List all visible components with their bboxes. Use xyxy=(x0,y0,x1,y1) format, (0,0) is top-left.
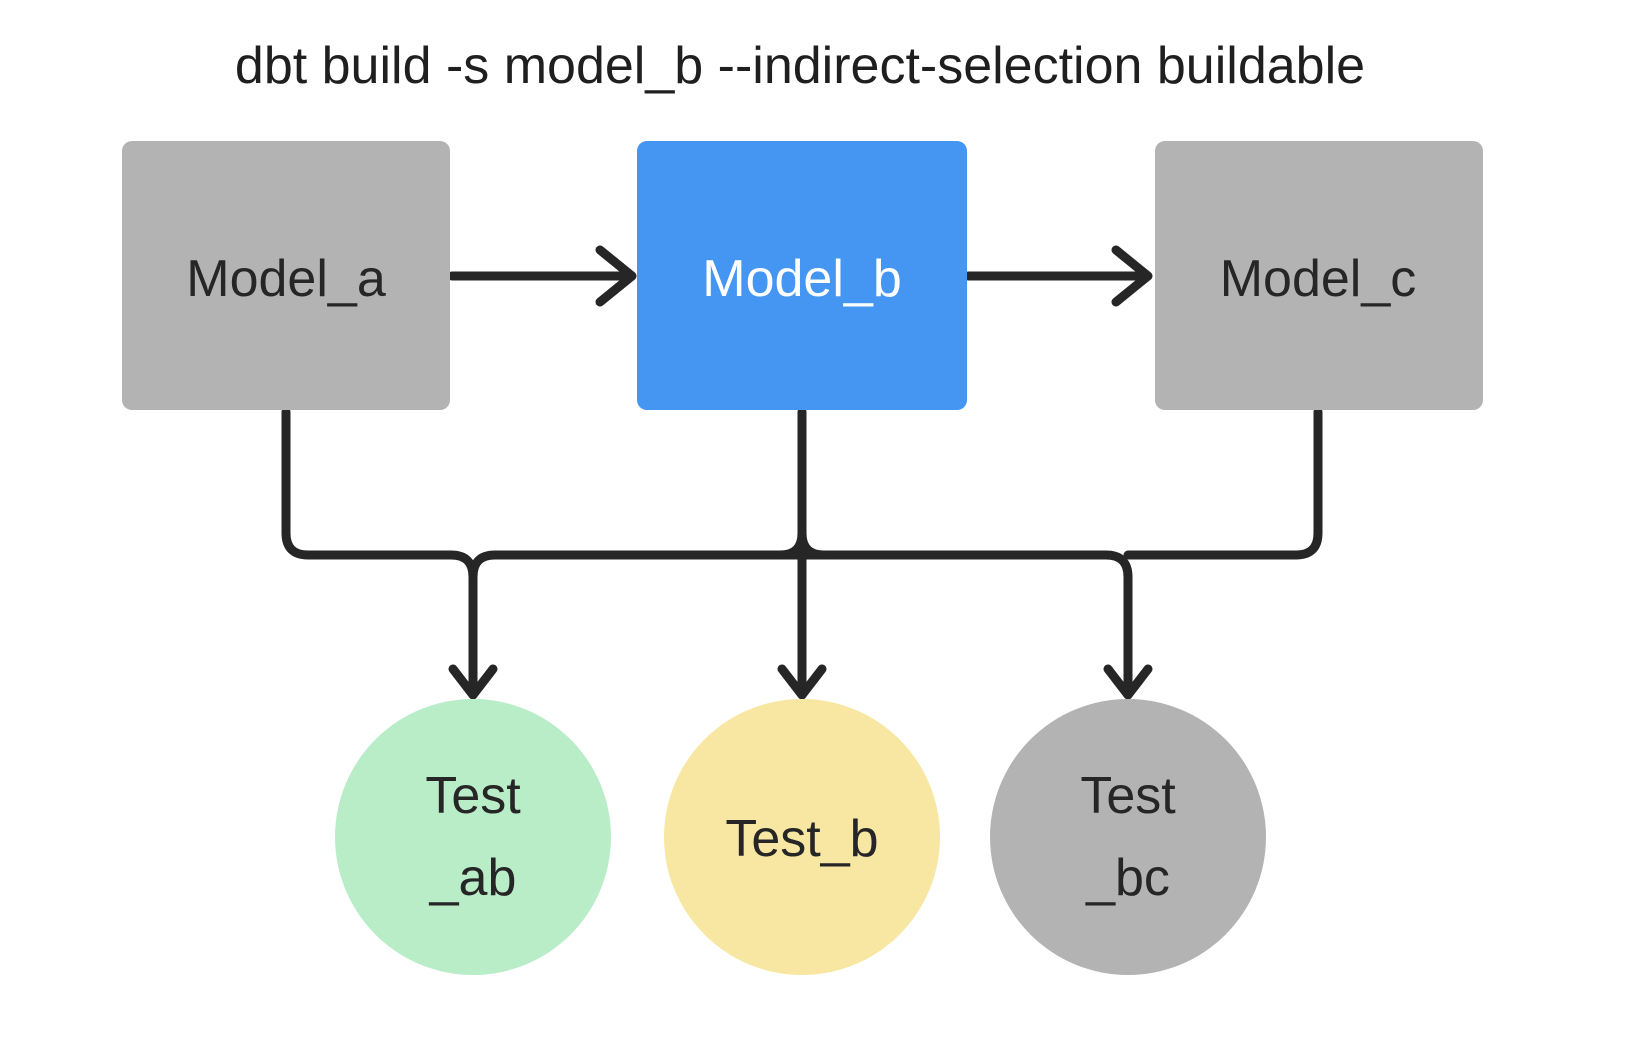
test-ab-label-line2: _ab xyxy=(429,849,517,907)
model-a-node xyxy=(122,141,450,410)
test-bc-node xyxy=(990,699,1266,975)
edge-model-a-to-model-b xyxy=(447,245,637,307)
edge-model-c-to-bus xyxy=(1123,407,1323,560)
edge-bus-crossing-fillets xyxy=(775,528,829,560)
test-nodes: Test _ab Test_b Test _bc xyxy=(335,699,1266,975)
edge-model-b-to-test-b xyxy=(777,407,827,700)
edge-bus-to-test-bc xyxy=(468,550,1153,700)
edge-model-a-to-test-ab xyxy=(281,407,498,700)
test-bc-label-line1: Test xyxy=(1080,767,1176,825)
test-ab-node xyxy=(335,699,611,975)
test-b-node xyxy=(664,699,940,975)
model-c-node xyxy=(1155,141,1483,410)
model-a-label: Model_a xyxy=(186,250,386,308)
diagram-title: dbt build -s model_b --indirect-selectio… xyxy=(235,37,1365,95)
model-b-label: Model_b xyxy=(702,250,901,308)
model-b-node xyxy=(637,141,967,410)
test-ab-label-line1: Test xyxy=(425,767,521,825)
test-bc-label-line2: _bc xyxy=(1085,849,1170,907)
model-c-label: Model_c xyxy=(1220,250,1417,308)
edge-model-b-to-model-c xyxy=(963,245,1153,307)
test-b-label-line1: Test_b xyxy=(725,810,878,868)
edge-group xyxy=(281,245,1323,700)
model-nodes: Model_a Model_b Model_c xyxy=(122,141,1483,410)
